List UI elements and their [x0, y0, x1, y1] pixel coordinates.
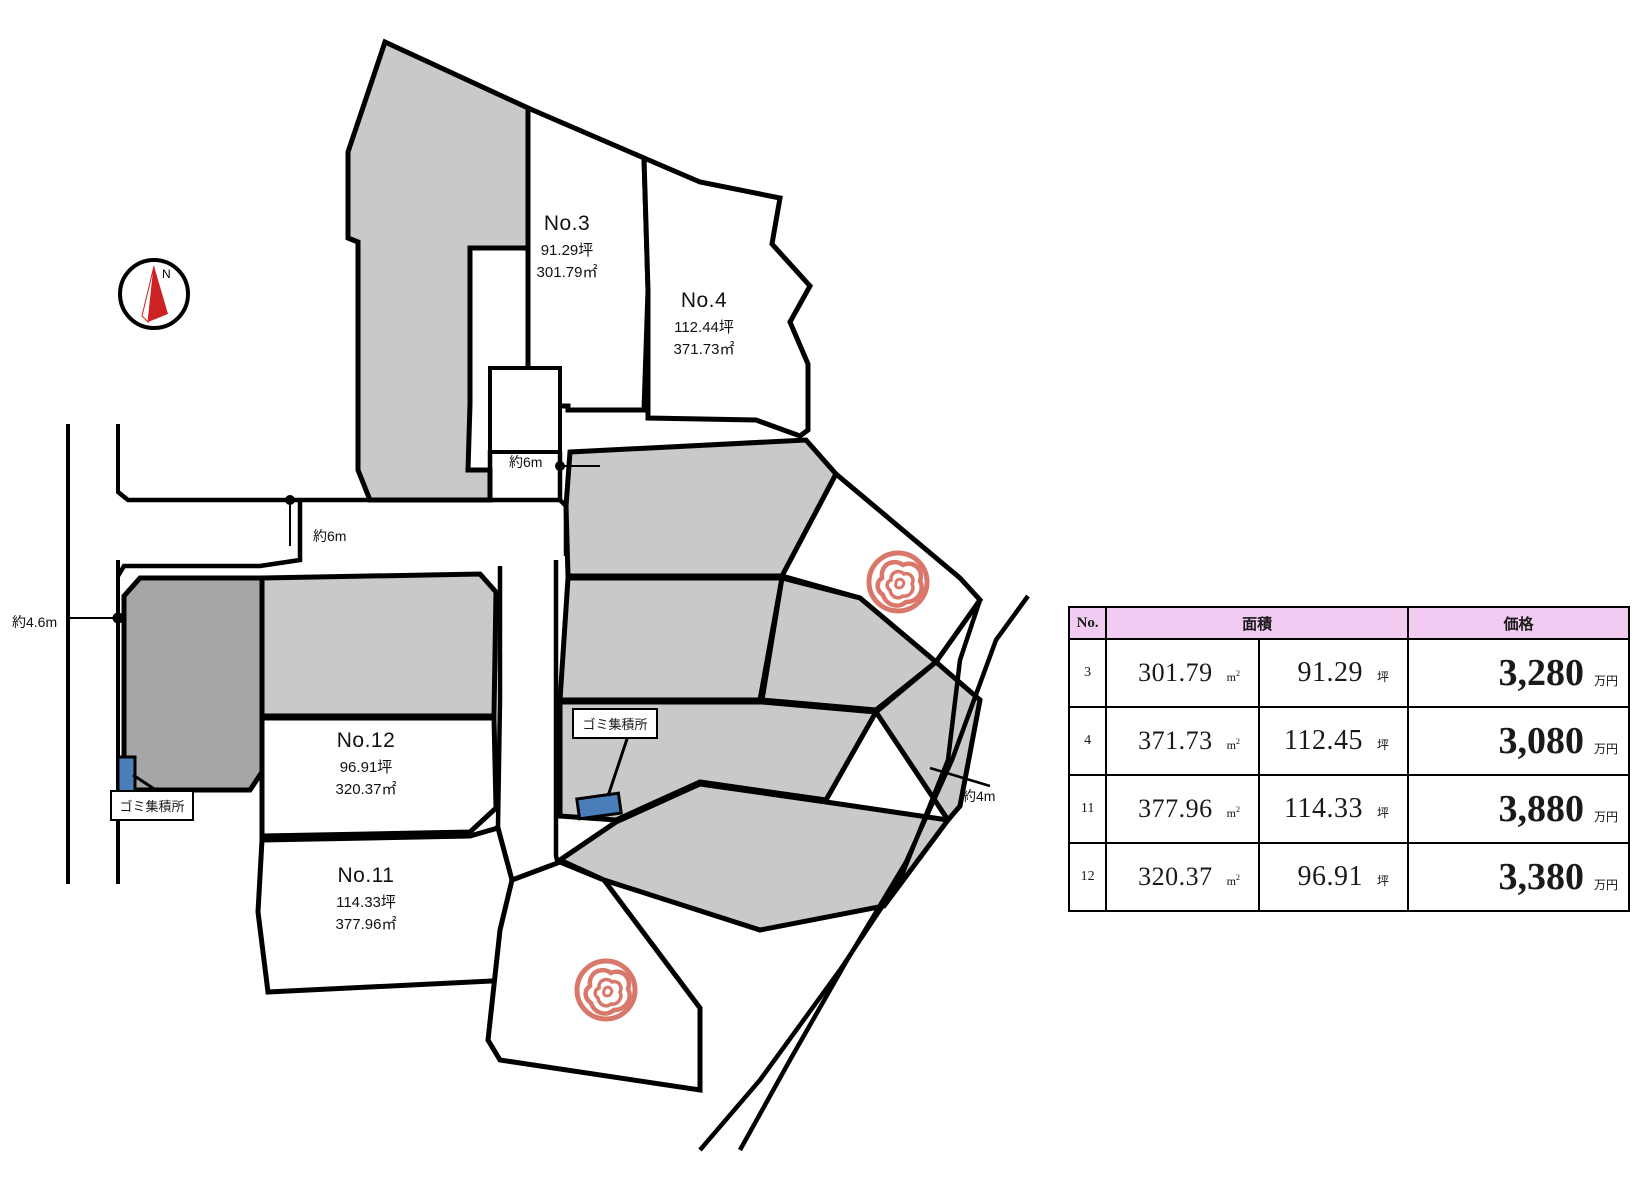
unit-price: 万円 [1593, 810, 1618, 824]
lot-notch [488, 366, 562, 454]
price-table-pane: No. 面積 価格 3 301.79 m2 91.29 坪 3,280 万円 4 371.73 m… [1067, 606, 1630, 912]
cell-tsubo: 96.91 坪 [1257, 842, 1410, 912]
cell-sqm: 301.79 m2 [1105, 638, 1260, 708]
price-table-head: No. 面積 価格 [1067, 606, 1630, 640]
cell-tsubo: 114.33 坪 [1257, 774, 1410, 844]
road-east-curve [698, 594, 1030, 1152]
lot-12-shape[interactable] [259, 715, 499, 839]
cell-tsubo: 91.29 坪 [1257, 638, 1410, 708]
lot-3-shape[interactable] [525, 104, 651, 413]
value-price: 3,080 [1498, 720, 1584, 762]
road-width-label-4.6m: 約4.6m [12, 614, 58, 630]
value-sqm: 301.79 [1138, 658, 1213, 687]
cell-tsubo: 112.45 坪 [1257, 706, 1410, 776]
compass-north-label: N [162, 267, 171, 281]
value-price: 3,280 [1498, 652, 1584, 694]
cell-price: 3,280 万円 [1407, 638, 1630, 708]
header-price: 価格 [1407, 606, 1630, 640]
price-table-body: 3 301.79 m2 91.29 坪 3,280 万円 4 371.73 m2 112.45 坪 3,… [1067, 638, 1630, 912]
map-drawing [66, 38, 1030, 1152]
value-price: 3,880 [1498, 788, 1584, 830]
lot-gray-mid [557, 575, 785, 703]
lot-dark-west [121, 575, 265, 793]
gomi-marker-center [575, 791, 623, 821]
value-tsubo: 96.91 [1297, 861, 1363, 892]
table-row: 3 301.79 m2 91.29 坪 3,280 万円 [1067, 638, 1630, 708]
unit-price: 万円 [1593, 742, 1618, 756]
cell-price: 3,380 万円 [1407, 842, 1630, 912]
value-sqm: 320.37 [1138, 862, 1213, 891]
unit-sqm: m2 [1226, 737, 1240, 752]
cell-sqm: 371.73 m2 [1105, 706, 1260, 776]
lot-4-shape[interactable] [641, 154, 814, 439]
value-tsubo: 112.45 [1284, 725, 1363, 756]
gomi-center-leader [606, 735, 630, 797]
unit-sqm: m2 [1226, 805, 1240, 820]
price-table: No. 面積 価格 3 301.79 m2 91.29 坪 3,280 万円 4 371.73 m… [1067, 606, 1630, 912]
gomi-callout-center: ゴミ集積所 [572, 708, 658, 739]
value-price: 3,380 [1498, 856, 1584, 898]
lot-gray-nw [345, 38, 531, 503]
road-4m-leader [929, 766, 991, 788]
compass-icon: N [118, 258, 190, 330]
header-area: 面積 [1105, 606, 1410, 640]
table-row: 11 377.96 m2 114.33 坪 3,880 万円 [1067, 774, 1630, 844]
table-row: 4 371.73 m2 112.45 坪 3,080 万円 [1067, 706, 1630, 776]
road-width-label-6m-left: 約6m [313, 528, 347, 544]
unit-price: 万円 [1593, 674, 1618, 688]
cell-price: 3,880 万円 [1407, 774, 1630, 844]
cell-no: 11 [1067, 774, 1108, 844]
value-tsubo: 114.33 [1284, 793, 1363, 824]
unit-tsubo: 坪 [1377, 874, 1390, 888]
price-table-header-row: No. 面積 価格 [1067, 606, 1630, 640]
cell-no: 12 [1067, 842, 1108, 912]
unit-tsubo: 坪 [1377, 670, 1390, 684]
cell-no: 4 [1067, 706, 1108, 776]
header-no: No. [1067, 606, 1108, 640]
unit-tsubo: 坪 [1377, 738, 1390, 752]
gomi-marker-west [116, 755, 137, 795]
lot-gray-west2 [259, 571, 499, 719]
value-sqm: 377.96 [1138, 794, 1213, 823]
unit-price: 万円 [1593, 878, 1618, 892]
unit-sqm: m2 [1226, 669, 1240, 684]
cell-sqm: 320.37 m2 [1105, 842, 1260, 912]
lot-11-shape[interactable] [255, 824, 515, 995]
value-tsubo: 91.29 [1297, 657, 1363, 688]
road-width-label-6m-upper: 約6m [509, 454, 543, 470]
unit-tsubo: 坪 [1377, 806, 1390, 820]
table-row: 12 320.37 m2 96.91 坪 3,380 万円 [1067, 842, 1630, 912]
unit-sqm: m2 [1226, 873, 1240, 888]
subdivision-map: N No.3 91.29坪 301.79㎡ No.4 112.44坪 371.7… [12, 38, 1030, 1152]
cell-sqm: 377.96 m2 [1105, 774, 1260, 844]
cell-no: 3 [1067, 638, 1108, 708]
road-width-label-4m: 約4m [962, 788, 996, 804]
dimension-leaders [70, 461, 600, 624]
gomi-callout-west: ゴミ集積所 [110, 790, 194, 821]
value-sqm: 371.73 [1138, 726, 1213, 755]
cell-price: 3,080 万円 [1407, 706, 1630, 776]
